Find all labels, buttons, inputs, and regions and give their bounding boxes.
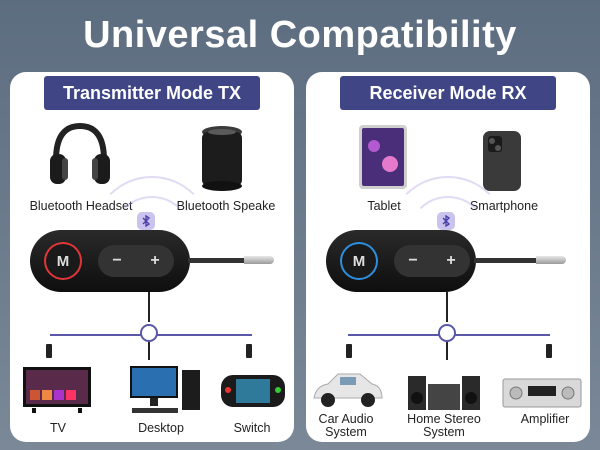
plus-button[interactable]: + — [150, 252, 160, 269]
signal-wave — [388, 176, 508, 296]
signal-wave — [112, 196, 192, 276]
cable-end — [46, 344, 52, 358]
cable-end — [546, 344, 552, 358]
source-label-tablet: Tablet — [367, 199, 401, 213]
receiver-header: Receiver Mode RX — [340, 76, 556, 110]
aux-plug — [244, 256, 274, 264]
tv-icon — [22, 366, 92, 414]
receiver-panel: Receiver Mode RX Tablet Smartphone M − + — [306, 72, 590, 442]
output-label-desktop: Desktop — [138, 421, 184, 435]
volume-control: − + — [98, 245, 174, 277]
signal-wave — [92, 176, 212, 296]
plug-cable — [474, 258, 538, 263]
cable — [148, 342, 150, 360]
mode-button[interactable]: M — [44, 242, 82, 280]
minus-button[interactable]: − — [408, 252, 418, 269]
mode-button[interactable]: M — [340, 242, 378, 280]
mode-button-label: M — [56, 252, 70, 270]
headphones-icon — [48, 120, 112, 192]
game-console-icon — [220, 374, 286, 408]
stereo-icon — [406, 370, 482, 412]
minus-button[interactable]: − — [112, 252, 122, 269]
aux-plug — [536, 256, 566, 264]
tablet-icon — [358, 124, 408, 190]
plug-cable — [188, 258, 246, 263]
bluetooth-icon — [137, 212, 155, 230]
plus-button[interactable]: + — [446, 252, 456, 269]
transmitter-header: Transmitter Mode TX — [44, 76, 260, 110]
amplifier-icon — [502, 378, 582, 408]
transmitter-panel: Transmitter Mode TX Bluetooth Headset Bl… — [10, 72, 294, 442]
cable-end — [246, 344, 252, 358]
cable — [446, 292, 448, 322]
bluetooth-icon — [437, 212, 455, 230]
car-icon — [310, 370, 386, 410]
cable-end — [346, 344, 352, 358]
link-icon — [438, 324, 456, 342]
output-label-stereo: Home Stereo System — [407, 412, 481, 439]
desktop-icon — [128, 364, 204, 416]
tx-adapter: M − + — [30, 230, 190, 292]
output-label-switch: Switch — [233, 421, 271, 435]
output-label-car: Car Audio System — [318, 412, 374, 439]
volume-control: − + — [394, 245, 470, 277]
link-icon — [140, 324, 158, 342]
smartphone-icon — [482, 130, 522, 192]
cable — [148, 292, 150, 322]
mode-button-label: M — [352, 252, 366, 270]
speaker-icon — [200, 124, 244, 192]
output-label-tv: TV — [50, 421, 66, 435]
signal-wave — [408, 196, 488, 276]
page-title: Universal Compatibility — [83, 14, 517, 56]
cable — [446, 342, 448, 360]
rx-adapter: M − + — [326, 230, 476, 292]
output-label-amplifier: Amplifier — [520, 412, 570, 426]
